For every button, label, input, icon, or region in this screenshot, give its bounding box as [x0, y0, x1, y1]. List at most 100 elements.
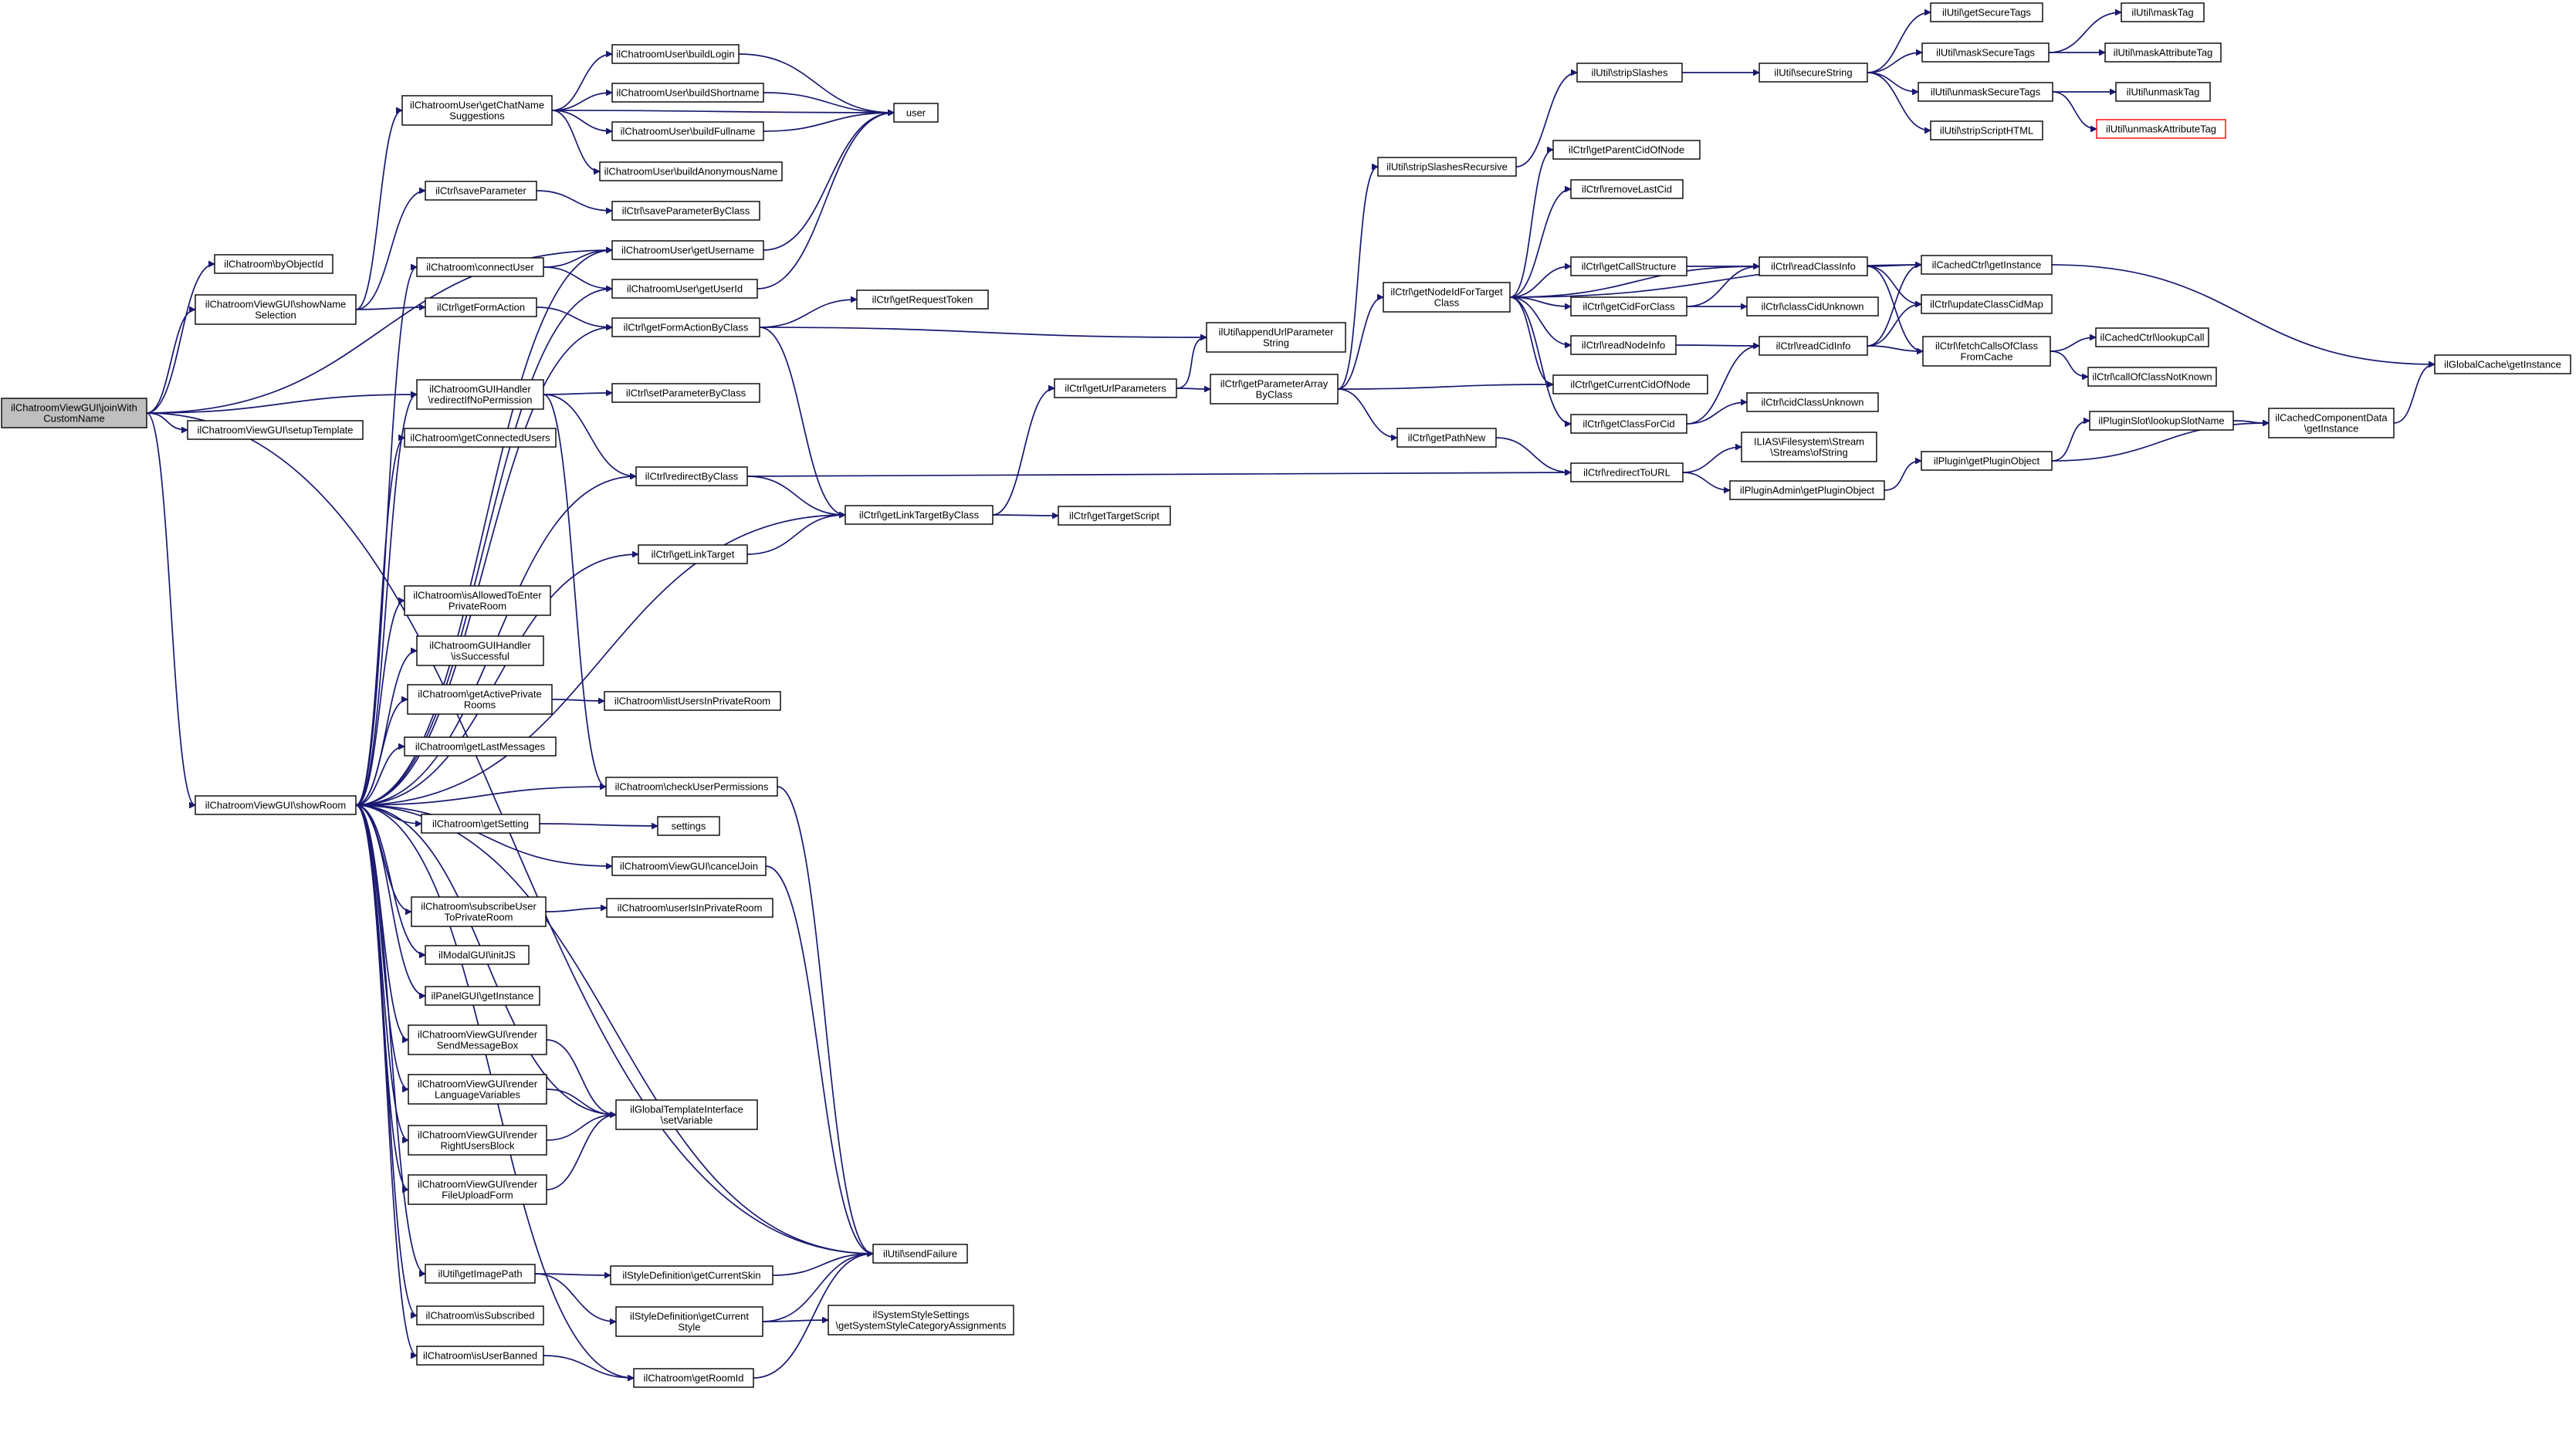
node-saveParameterByClass[interactable]: ilCtrl\saveParameterByClass [611, 201, 760, 221]
node-lookupSlotName[interactable]: ilPluginSlot\lookupSlotName [2089, 411, 2234, 431]
node-user[interactable]: user [893, 103, 939, 123]
node-box [615, 1099, 758, 1130]
node-getPathNew[interactable]: ilCtrl\getPathNew [1396, 428, 1497, 448]
node-cachedComponentDataGetInstance[interactable]: ilCachedComponentData\getInstance [2268, 408, 2395, 438]
node-maskSecureTags[interactable]: ilUtil\maskSecureTags [1921, 42, 2050, 63]
node-getUserId[interactable]: ilChatroomUser\getUserId [611, 279, 758, 299]
node-readCidInfo[interactable]: ilCtrl\readCidInfo [1759, 336, 1868, 356]
edge-getParameterArrayByClass-to-getCurrentCidOfNode [1337, 384, 1553, 390]
node-unmaskSecureTags[interactable]: ilUtil\unmaskSecureTags [1918, 82, 2053, 102]
node-sendFailure[interactable]: ilUtil\sendFailure [872, 1244, 968, 1264]
node-getLinkTarget[interactable]: ilCtrl\getLinkTarget [638, 544, 748, 564]
node-cachedCtrlGetInstance[interactable]: ilCachedCtrl\getInstance [1921, 255, 2053, 275]
node-getUrlParameters[interactable]: ilCtrl\getUrlParameters [1054, 378, 1177, 398]
node-panelGetInstance[interactable]: ilPanelGUI\getInstance [425, 986, 540, 1006]
node-cidClassUnknown[interactable]: ilCtrl\cidClassUnknown [1746, 392, 1879, 412]
node-getCallStructure[interactable]: ilCtrl\getCallStructure [1570, 256, 1687, 276]
node-maskAttributeTag[interactable]: ilUtil\maskAttributeTag [2104, 42, 2222, 63]
node-secureString[interactable]: ilUtil\secureString [1759, 63, 1868, 83]
edge-getCurrentStyle-to-getSystemStyleCategoryAssignments [762, 1320, 828, 1322]
node-showRoom[interactable]: ilChatroomViewGUI\showRoom [195, 795, 357, 815]
node-getImagePath[interactable]: ilUtil\getImagePath [425, 1264, 536, 1284]
node-buildFullname[interactable]: ilChatroomUser\buildFullname [611, 121, 764, 141]
node-getParentCidOfNode[interactable]: ilCtrl\getParentCidOfNode [1552, 140, 1701, 160]
node-renderLanguageVariables[interactable]: ilChatroomViewGUI\renderLanguageVariable… [408, 1074, 547, 1105]
node-getCurrentCidOfNode[interactable]: ilCtrl\getCurrentCidOfNode [1552, 374, 1708, 394]
node-box [411, 896, 547, 927]
node-callOfClassNotKnown[interactable]: ilCtrl\callOfClassNotKnown [2087, 367, 2217, 387]
node-ofString[interactable]: ILIAS\Filesystem\Stream\Streams\ofString [1741, 432, 1877, 462]
node-redirectToURL[interactable]: ilCtrl\redirectToURL [1570, 462, 1684, 482]
node-saveParameter[interactable]: ilCtrl\saveParameter [425, 181, 537, 201]
node-lookupCall[interactable]: ilCachedCtrl\lookupCall [2095, 327, 2209, 347]
node-redirectIfNoPermission[interactable]: ilChatroomGUIHandler\redirectIfNoPermiss… [416, 379, 544, 410]
node-getRequestToken[interactable]: ilCtrl\getRequestToken [856, 289, 989, 310]
node-getCurrentSkin[interactable]: ilStyleDefinition\getCurrentSkin [610, 1265, 773, 1285]
node-label: PrivateRoom [449, 601, 506, 612]
node-getRoomId[interactable]: ilChatroom\getRoomId [633, 1368, 754, 1388]
node-classCidUnknown[interactable]: ilCtrl\classCidUnknown [1746, 296, 1879, 317]
node-setParameterByClass[interactable]: ilCtrl\setParameterByClass [611, 383, 760, 403]
node-setVariable[interactable]: ilGlobalTemplateInterface\setVariable [615, 1099, 758, 1130]
node-getSetting[interactable]: ilChatroom\getSetting [421, 814, 540, 834]
node-getClassForCid[interactable]: ilCtrl\getClassForCid [1570, 414, 1687, 434]
node-initJS[interactable]: ilModalGUI\initJS [425, 945, 530, 965]
node-setupTemplate[interactable]: ilChatroomViewGUI\setupTemplate [187, 420, 364, 440]
node-listUsersInPrivateRoom[interactable]: ilChatroom\listUsersInPrivateRoom [604, 691, 781, 711]
node-byObjectId[interactable]: ilChatroom\byObjectId [214, 254, 333, 274]
node-userIsInPrivateRoom[interactable]: ilChatroom\userIsInPrivateRoom [606, 898, 773, 918]
node-isSuccessful[interactable]: ilChatroomGUIHandler\isSuccessful [416, 635, 544, 666]
node-getUsername[interactable]: ilChatroomUser\getUsername [611, 240, 764, 260]
node-connectUser[interactable]: ilChatroom\connectUser [416, 257, 544, 277]
node-getCidForClass[interactable]: ilCtrl\getCidForClass [1570, 296, 1687, 317]
node-unmaskAttributeTag[interactable]: ilUtil\unmaskAttributeTag [2096, 119, 2226, 139]
node-isUserBanned[interactable]: ilChatroom\isUserBanned [416, 1346, 544, 1366]
node-getTargetScript[interactable]: ilCtrl\getTargetScript [1058, 506, 1171, 526]
node-isSubscribed[interactable]: ilChatroom\isSubscribed [416, 1305, 544, 1325]
node-settings[interactable]: settings [657, 816, 720, 836]
node-getFormActionByClass[interactable]: ilCtrl\getFormActionByClass [611, 317, 760, 337]
node-getSystemStyleCategoryAssignments[interactable]: ilSystemStyleSettings\getSystemStyleCate… [828, 1305, 1014, 1336]
node-updateClassCidMap[interactable]: ilCtrl\updateClassCidMap [1921, 294, 2053, 314]
node-getLinkTargetByClass[interactable]: ilCtrl\getLinkTargetByClass [845, 505, 994, 525]
node-removeLastCid[interactable]: ilCtrl\removeLastCid [1570, 179, 1684, 199]
node-label: ilCachedCtrl\lookupCall [2100, 332, 2204, 344]
node-buildLogin[interactable]: ilChatroomUser\buildLogin [611, 44, 740, 64]
node-cancelJoin[interactable]: ilChatroomViewGUI\cancelJoin [611, 856, 767, 876]
node-getSecureTags[interactable]: ilUtil\getSecureTags [1930, 2, 2043, 22]
node-buildShortname[interactable]: ilChatroomUser\buildShortname [611, 83, 764, 103]
edge-getLinkTargetByClass-to-getTargetScript [992, 515, 1058, 516]
node-checkUserPermissions[interactable]: ilChatroom\checkUserPermissions [605, 777, 778, 797]
node-stripSlashes[interactable]: ilUtil\stripSlashes [1576, 63, 1683, 83]
node-stripScriptHTML[interactable]: ilUtil\stripScriptHTML [1930, 120, 2043, 140]
node-getPluginObjectPlugin[interactable]: ilPlugin\getPluginObject [1921, 451, 2053, 471]
node-buildAnonymousName[interactable]: ilChatroomUser\buildAnonymousName [599, 161, 783, 181]
edge-showRoom-to-getConnectedUsers [355, 438, 405, 806]
node-unmaskTag[interactable]: ilUtil\unmaskTag [2115, 82, 2211, 102]
node-readNodeInfo[interactable]: ilCtrl\readNodeInfo [1570, 335, 1677, 355]
node-getLastMessages[interactable]: ilChatroom\getLastMessages [404, 736, 557, 757]
node-getFormAction[interactable]: ilCtrl\getFormAction [425, 297, 537, 317]
node-redirectByClass[interactable]: ilCtrl\redirectByClass [635, 466, 748, 486]
node-stripSlashesRecursive[interactable]: ilUtil\stripSlashesRecursive [1377, 157, 1517, 177]
node-globalCacheGetInstance[interactable]: ilGlobalCache\getInstance [2434, 354, 2571, 374]
edge-showRoom-to-getLastMessages [355, 746, 405, 806]
node-getConnectedUsers[interactable]: ilChatroom\getConnectedUsers [404, 428, 557, 448]
node-readClassInfo[interactable]: ilCtrl\readClassInfo [1759, 256, 1868, 276]
node-maskTag[interactable]: ilUtil\maskTag [2121, 2, 2205, 22]
node-getPluginObjectAdmin[interactable]: ilPluginAdmin\getPluginObject [1729, 480, 1885, 500]
